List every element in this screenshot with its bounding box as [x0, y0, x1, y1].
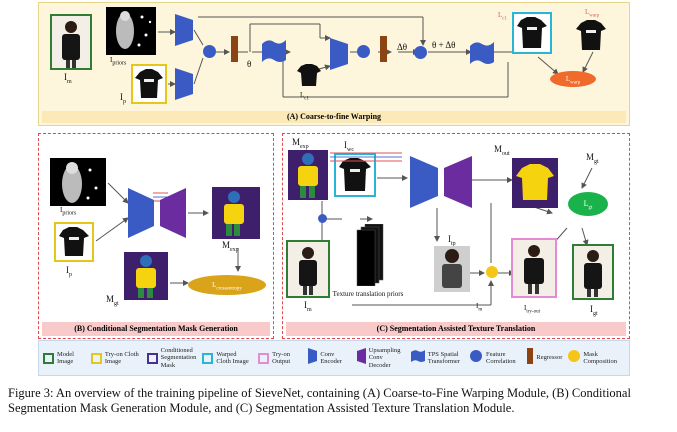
label-i-priors-b: Ipriors: [60, 206, 77, 217]
panel-a-connectors: [158, 16, 594, 98]
panel-a-title: (A) Coarse-to-fine Warping: [42, 111, 626, 123]
label-theta-plus: θ + Δθ: [432, 40, 456, 50]
label-l-c1-fine: Lc1: [498, 11, 508, 22]
legend-symbol-icon: [202, 352, 214, 364]
label-m-gt-c: Mgt: [586, 152, 599, 165]
feature-correlation-a2: [357, 45, 370, 58]
feature-correlation-c: [318, 214, 327, 223]
label-i-m-bottom: Im: [476, 302, 483, 313]
legend-symbol-icon: [469, 349, 483, 368]
label-i-tp: Itp: [448, 234, 456, 247]
legend-symbol-icon: [356, 347, 366, 369]
legend-label: Conditioned Segmentation Mask: [160, 346, 197, 369]
legend-item: Conv Encoder: [308, 347, 350, 369]
legend-symbol-icon: [308, 347, 318, 369]
legend-item: Feature Correlation: [469, 349, 521, 368]
legend-item: Conditioned Segmentation Mask: [146, 346, 197, 370]
legend-symbol-icon: [43, 352, 54, 364]
label-i-priors: Ipriors: [110, 56, 127, 67]
legend-label: Try-on Output: [272, 350, 291, 366]
legend-label: Try-on Cloth Image: [104, 350, 139, 366]
regressor-a1: [231, 36, 238, 62]
label-i-wc: Iwc: [344, 140, 354, 153]
priors-image-b: [50, 158, 106, 206]
output-mask-c: [512, 158, 558, 208]
tps-transformer-a1: [262, 40, 286, 62]
gt-mask-b: [124, 252, 168, 300]
conv-encoder-a2: [175, 68, 193, 100]
legend-label: Upsampling Conv Decoder: [368, 346, 401, 369]
legend-item: Mask Composition: [568, 349, 619, 367]
label-i-p: Ip: [120, 92, 126, 105]
label-texture-priors: Texture translation priors: [332, 290, 404, 298]
regressor-a2: [380, 36, 387, 62]
legend-label: Mask Composition: [583, 350, 617, 366]
warped-cloth-c: [334, 153, 376, 197]
legend-label: TPS Spatial Transformer: [427, 350, 460, 366]
label-i-p-b: Ip: [66, 265, 72, 278]
texture-translation-output: [434, 246, 470, 292]
label-m-gt-b: Mgt: [106, 294, 119, 307]
model-image-c: [286, 240, 330, 298]
feature-correlation-a1: [203, 45, 216, 58]
legend-label: Feature Correlation: [486, 350, 516, 366]
texture-priors-stack: [355, 223, 385, 287]
label-m-exp-c: Mexp: [292, 137, 309, 150]
legend-item: Try-on Output: [258, 351, 302, 366]
legend-item: TPS Spatial Transformer: [410, 349, 463, 368]
label-l-warp-top: Lwarp: [585, 8, 600, 19]
expected-mask-c: [288, 150, 328, 200]
gt-image-c: [572, 244, 614, 300]
legend-item: Upsampling Conv Decoder: [356, 346, 405, 370]
label-m-exp-b: Mexp: [222, 240, 239, 253]
fine-warped-image: [512, 12, 552, 54]
label-i-m-c: Im: [304, 300, 312, 313]
figure-caption: Figure 3: An overview of the training pi…: [8, 386, 631, 415]
label-delta-theta: Δθ: [397, 42, 408, 52]
try-on-output-c: [511, 238, 557, 298]
priors-image-a: [106, 7, 156, 55]
conv-encoder-c: [410, 156, 438, 208]
conv-encoder-a3: [330, 38, 348, 70]
label-i-gt: Igt: [590, 304, 598, 317]
coarse-warped-image: [296, 62, 322, 88]
conv-encoder-a1: [175, 14, 193, 46]
legend-symbol-icon: [568, 349, 581, 367]
crossentropy-loss-node: Lcrossentropy: [188, 275, 266, 295]
legend-label: Conv Encoder: [320, 350, 342, 366]
legend-label: Model Image: [57, 350, 74, 366]
gt-warped-cloth: [574, 18, 608, 52]
model-image-a: [50, 14, 92, 70]
warp-loss-node: Lwarp: [550, 71, 596, 87]
legend-item: Regressor: [527, 347, 563, 369]
tps-transformer-a2: [470, 42, 494, 64]
upsampling-decoder-b: [160, 188, 186, 238]
legend-symbol-icon: [258, 352, 270, 364]
legend-symbol-icon: [146, 352, 158, 364]
conv-encoder-b: [128, 188, 154, 238]
panel-c-title: (C) Segmentation Assisted Texture Transl…: [286, 322, 626, 336]
expected-mask-b: [212, 187, 260, 239]
legend: Model Image Try-on Cloth Image Conditioned…: [38, 340, 630, 376]
legend-item: Try-on Cloth Image: [90, 350, 141, 366]
legend-item: Model Image: [43, 351, 85, 366]
legend-symbol-icon: [527, 347, 534, 369]
legend-symbol-icon: [90, 352, 102, 364]
feature-correlation-plus: [414, 46, 427, 59]
panel-b-title: (B) Conditional Segmentation Mask Genera…: [42, 322, 270, 336]
upsampling-decoder-c: [444, 156, 472, 208]
legend-symbol-icon: [410, 349, 425, 368]
label-m-out: Mout: [494, 144, 510, 157]
legend-label: Warped Cloth Image: [216, 350, 249, 366]
gt-loss-node-c: Lgt: [568, 192, 608, 216]
label-l-c1: Lc1: [300, 91, 310, 102]
label-i-m: Im: [64, 72, 72, 85]
legend-item: Warped Cloth Image: [202, 351, 252, 366]
cloth-image-b: [54, 222, 94, 262]
legend-label: Regressor: [536, 354, 563, 362]
mask-composition-dot: [486, 266, 498, 278]
cloth-image-a: [131, 64, 167, 104]
label-theta: θ: [247, 59, 252, 69]
label-i-try-out: Itry-out: [524, 304, 540, 315]
